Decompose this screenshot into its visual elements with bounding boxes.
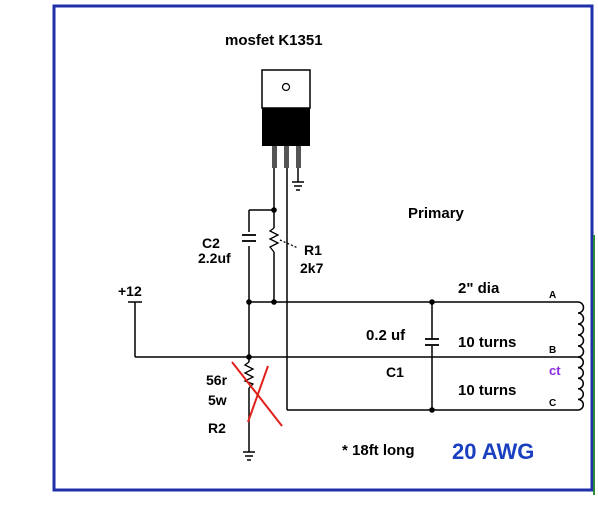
r2-name-label: R2 [208,420,226,436]
capacitor-c2 [242,234,256,242]
primary-label: Primary [408,205,465,222]
r2-watts-label: 5w [208,392,227,408]
tap-c-label: C [549,398,556,409]
resistor-r2 [243,361,255,389]
ground-symbol-bottom [243,451,255,461]
supply-label: +12 [118,283,142,299]
r1-name-label: R1 [304,242,322,258]
tap-b-label: B [549,345,556,356]
c2-value-label: 2.2uf [198,250,231,266]
ground-symbol-source [292,168,304,191]
r1-value-label: 2k7 [300,260,324,276]
r2-value-label: 56r [206,372,228,388]
mosfet-title: mosfet K1351 [225,32,323,49]
mosfet-symbol [261,69,311,168]
awg-label: 20 AWG [452,439,534,464]
turns-bottom-label: 10 turns [458,382,516,399]
primary-coil [577,301,585,411]
diagram-frame [52,4,594,492]
turns-top-label: 10 turns [458,334,516,351]
c2-name-label: C2 [202,235,220,251]
potentiometer-r1 [268,227,299,253]
capacitor-c1 [425,338,439,346]
c1-name-label: C1 [386,364,404,380]
c1-value-label: 0.2 uf [366,327,406,344]
wiring [128,168,578,452]
tap-ct-label: ct [549,363,561,378]
junction-dots [246,207,435,413]
tap-a-label: A [549,290,556,301]
r2-strike-cross [231,361,283,427]
wire-length-note: * 18ft long [342,442,415,459]
coil-diameter-label: 2" dia [458,280,500,297]
